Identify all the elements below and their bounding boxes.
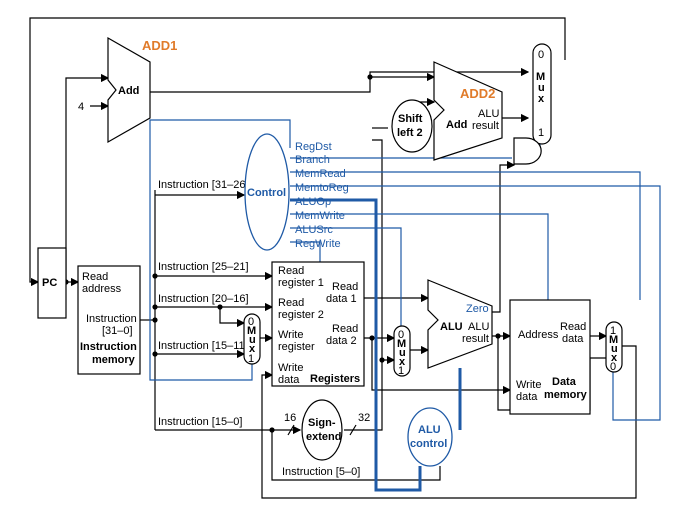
instr-15-11: Instruction [15–11] — [158, 340, 248, 352]
regdst-mux: 0 M u x 1 — [243, 313, 261, 365]
svg-text:register: register — [278, 341, 315, 353]
instr-31-26: Instruction [31–26] — [158, 179, 249, 191]
instr-5-0: Instruction [5–0] — [282, 466, 360, 478]
svg-text:1: 1 — [398, 365, 404, 377]
svg-text:data: data — [516, 391, 538, 403]
svg-text:address: address — [82, 283, 122, 295]
pc-mux-x: x — [538, 93, 545, 105]
constant-four: 4 — [78, 101, 84, 113]
control-unit: Control RegDst Branch MemRead MemtoReg A… — [244, 133, 349, 251]
pc-mux-u: u — [538, 82, 545, 94]
add2-tag: ADD2 — [460, 86, 495, 101]
svg-text:data: data — [278, 374, 300, 386]
branch-and-gate — [513, 137, 542, 165]
alu-unit: ALU Zero ALU result — [427, 279, 493, 369]
control-label: Control — [247, 187, 286, 199]
svg-text:1: 1 — [610, 325, 616, 337]
svg-text:memory: memory — [92, 354, 136, 366]
svg-text:x: x — [249, 343, 256, 355]
svg-text:u: u — [399, 347, 406, 359]
instr-20-16: Instruction [20–16] — [158, 293, 249, 305]
svg-text:Read: Read — [278, 265, 304, 277]
svg-text:MemtoReg: MemtoReg — [295, 182, 349, 194]
instruction-memory: Read address Instruction [31–0] Instruct… — [77, 265, 141, 375]
shift-label-2: left 2 — [397, 127, 423, 139]
svg-text:ALUSrc: ALUSrc — [295, 224, 333, 236]
svg-text:data: data — [562, 333, 584, 345]
svg-text:Read: Read — [332, 323, 358, 335]
svg-text:x: x — [399, 356, 406, 368]
instr-15-0: Instruction [15–0] — [158, 416, 242, 428]
svg-text:Write: Write — [278, 329, 303, 341]
svg-text:Write: Write — [516, 379, 541, 391]
pc-register: PC — [37, 247, 67, 319]
memtoreg-mux: 1 M u x 0 — [605, 321, 623, 373]
add1-label: Add — [118, 85, 139, 97]
instr-25-21: Instruction [25–21] — [158, 261, 249, 273]
svg-text:ALUOp: ALUOp — [295, 196, 331, 208]
svg-text:Write: Write — [278, 362, 303, 374]
svg-text:M: M — [609, 334, 618, 346]
add1-tag: ADD1 — [142, 38, 177, 53]
svg-text:RegDst: RegDst — [295, 141, 332, 153]
svg-text:RegWrite: RegWrite — [295, 238, 341, 250]
svg-text:u: u — [611, 343, 618, 355]
add2-unit: ADD2 Add ALU result — [433, 61, 503, 161]
pc-mux: 0 M u x 1 — [532, 43, 552, 145]
svg-text:M: M — [247, 325, 256, 337]
svg-text:1: 1 — [248, 353, 254, 365]
svg-text:data 2: data 2 — [326, 335, 357, 347]
svg-text:Address: Address — [518, 329, 559, 341]
svg-text:Read: Read — [82, 271, 108, 283]
data-memory: Address Read data Write data Data memory — [509, 299, 591, 415]
register-file: Read register 1 Read register 2 Write re… — [271, 261, 365, 387]
svg-text:Sign-: Sign- — [308, 417, 336, 429]
shift-left-unit: Shift left 2 — [391, 99, 433, 153]
alusrc-mux: 0 M u x 1 — [393, 325, 411, 377]
svg-text:extend: extend — [306, 431, 341, 443]
svg-text:register 2: register 2 — [278, 309, 324, 321]
sign-extend-unit: Sign- extend 16 32 — [284, 399, 370, 461]
svg-text:M: M — [397, 338, 406, 350]
svg-text:32: 32 — [358, 412, 370, 424]
svg-text:Read: Read — [332, 281, 358, 293]
svg-text:Data: Data — [552, 376, 577, 388]
add2-result: result — [472, 120, 499, 132]
svg-text:0: 0 — [398, 329, 404, 341]
svg-text:Instruction: Instruction — [86, 313, 137, 325]
pc-mux-0: 0 — [538, 49, 544, 61]
svg-text:x: x — [611, 352, 618, 364]
svg-text:0: 0 — [610, 361, 616, 373]
add2-alu: ALU — [478, 108, 499, 120]
svg-text:Zero: Zero — [466, 303, 489, 315]
svg-text:u: u — [249, 334, 256, 346]
svg-text:control: control — [410, 438, 447, 450]
svg-text:ALU: ALU — [418, 424, 441, 436]
control-wires — [149, 119, 661, 492]
svg-text:MemRead: MemRead — [295, 168, 346, 180]
shift-label-1: Shift — [398, 113, 423, 125]
pc-mux-m: M — [536, 71, 545, 83]
pc-label: PC — [42, 277, 57, 289]
svg-text:result: result — [462, 333, 489, 345]
svg-text:data 1: data 1 — [326, 293, 357, 305]
svg-text:Branch: Branch — [295, 154, 330, 166]
svg-text:ALU: ALU — [440, 321, 463, 333]
svg-text:[31–0]: [31–0] — [102, 325, 133, 337]
svg-text:ALU: ALU — [468, 321, 489, 333]
add2-label: Add — [446, 119, 467, 131]
pc-mux-1: 1 — [538, 127, 544, 139]
svg-text:Read: Read — [278, 297, 304, 309]
alu-control-unit: ALU control — [407, 407, 453, 467]
svg-text:16: 16 — [284, 412, 296, 424]
svg-text:Instruction: Instruction — [80, 341, 137, 353]
svg-text:0: 0 — [248, 316, 254, 328]
svg-text:Read: Read — [560, 321, 586, 333]
add1-unit: ADD1 Add 4 — [78, 36, 177, 144]
svg-text:MemWrite: MemWrite — [295, 210, 345, 222]
svg-text:memory: memory — [544, 389, 588, 401]
svg-text:Registers: Registers — [310, 373, 360, 385]
svg-text:register 1: register 1 — [278, 277, 324, 289]
